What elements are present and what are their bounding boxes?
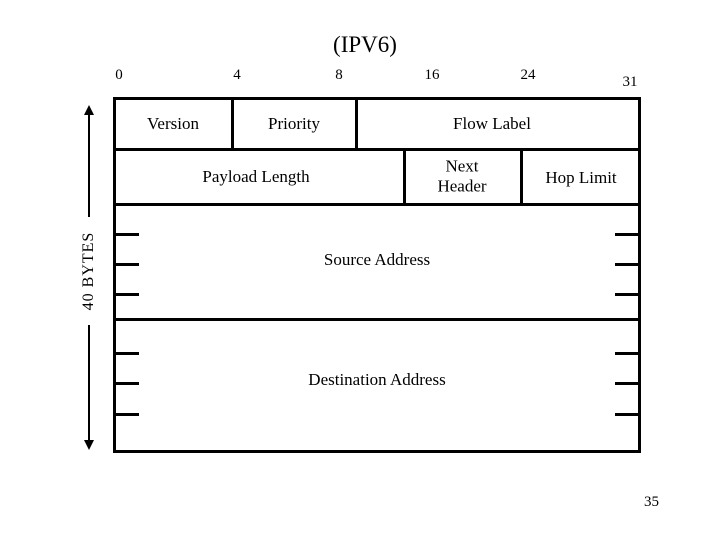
word-boundary-tick xyxy=(113,413,139,416)
word-boundary-tick xyxy=(615,233,641,236)
word-boundary-tick xyxy=(113,263,139,266)
field-label-flow-label: Flow Label xyxy=(453,114,531,134)
word-boundary-tick xyxy=(113,293,139,296)
field-label-payload-length: Payload Length xyxy=(202,167,310,187)
row-divider-3 xyxy=(113,318,641,321)
word-boundary-tick xyxy=(113,382,139,385)
field-label-priority: Priority xyxy=(268,114,320,134)
bit-label-4: 4 xyxy=(233,67,241,83)
scale-upper-shaft xyxy=(88,113,90,217)
bit-label-31: 31 xyxy=(622,74,638,90)
cell-divider-nextheader-hoplimit xyxy=(520,148,523,203)
bit-label-16: 16 xyxy=(424,67,440,83)
field-label-hop-limit: Hop Limit xyxy=(545,168,617,188)
word-boundary-tick xyxy=(615,413,641,416)
field-label-version: Version xyxy=(147,114,199,134)
word-boundary-tick xyxy=(615,352,641,355)
cell-divider-priority-flowlabel xyxy=(355,97,358,148)
scale-label: 40 BYTES xyxy=(80,231,97,311)
slide-number: 35 xyxy=(644,494,659,510)
field-label-destination-address: Destination Address xyxy=(308,370,446,390)
cell-divider-payload-nextheader xyxy=(403,148,406,203)
word-boundary-tick xyxy=(113,352,139,355)
field-label-next-header: Next Header xyxy=(437,156,487,195)
word-boundary-tick xyxy=(113,233,139,236)
arrow-down-icon xyxy=(84,440,94,450)
bit-label-0: 0 xyxy=(115,67,123,83)
field-label-source-address: Source Address xyxy=(323,250,431,270)
scale-lower-shaft xyxy=(88,325,90,440)
bit-label-8: 8 xyxy=(335,67,343,83)
word-boundary-tick xyxy=(615,382,641,385)
word-boundary-tick xyxy=(615,293,641,296)
word-boundary-tick xyxy=(615,263,641,266)
row-divider-1 xyxy=(113,148,641,151)
diagram-frame xyxy=(113,97,641,453)
arrow-up-icon xyxy=(84,105,94,115)
cell-divider-version-priority xyxy=(231,97,234,148)
row-divider-2 xyxy=(113,203,641,206)
slide-title: (IPV6) xyxy=(333,32,397,57)
bit-label-24: 24 xyxy=(520,67,536,83)
